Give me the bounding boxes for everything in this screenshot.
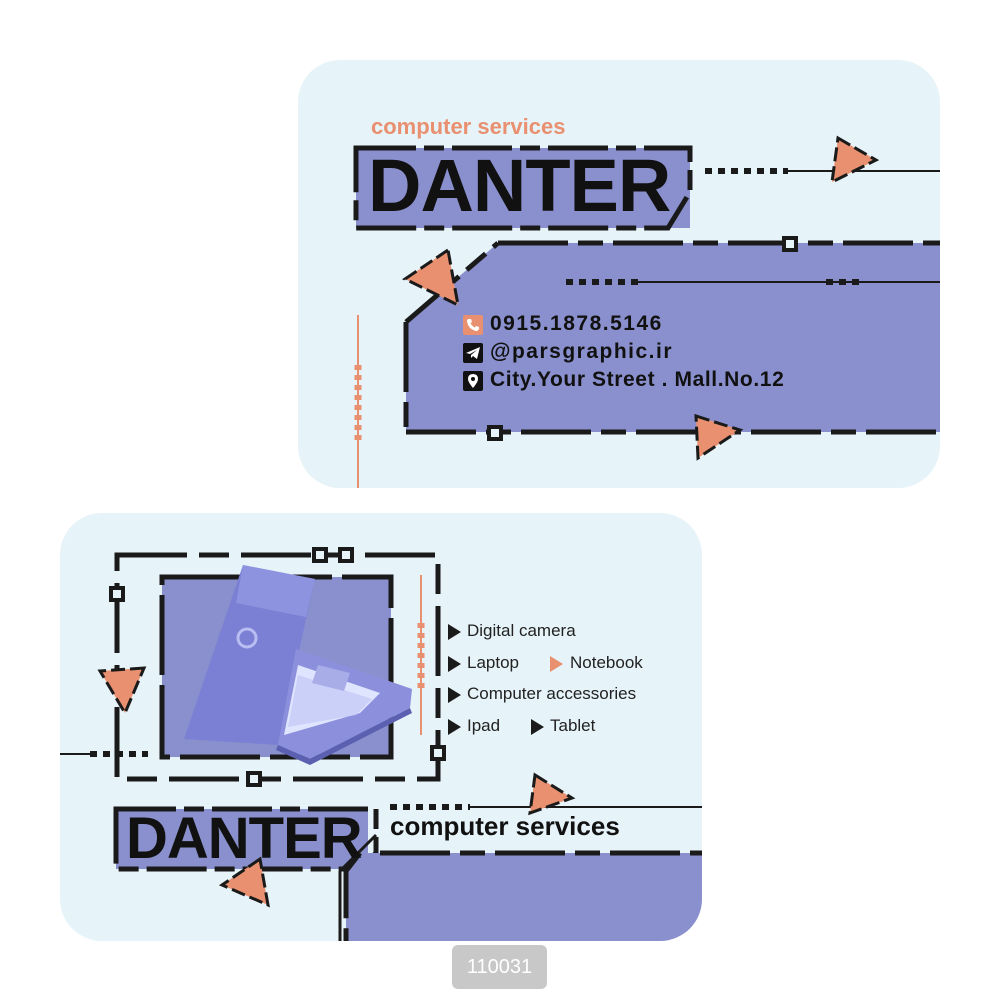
product-code-badge: 110031 — [452, 945, 547, 989]
bullet-arrow-icon — [448, 656, 461, 672]
front-brand-name: DANTER — [368, 144, 671, 227]
telegram-icon — [463, 343, 483, 363]
back-logo-box — [116, 809, 368, 869]
street-address: City.Your Street . Mall.No.12 — [490, 368, 785, 391]
service-digital-camera: Digital camera — [467, 621, 576, 640]
bullet-arrow-icon — [531, 719, 544, 735]
bullet-arrow-icon — [448, 719, 461, 735]
info-panel-outline — [403, 240, 940, 435]
service-ipad: Ipad — [467, 716, 501, 735]
logo-box-outline — [353, 145, 693, 231]
back-decoration — [60, 547, 702, 941]
service-laptop: Laptop — [467, 653, 519, 672]
bullet-arrow-icon — [448, 624, 461, 640]
logo-box — [356, 148, 690, 228]
business-card-back: Digital camera Laptop Notebook Computer … — [60, 513, 702, 941]
service-tablet: Tablet — [550, 716, 596, 735]
front-tagline: computer services — [371, 114, 566, 139]
business-card-front: computer services DANTER 0915.1878.5146 … — [298, 60, 940, 488]
back-brand-name: DANTER — [126, 806, 363, 871]
phone-icon — [463, 315, 483, 335]
bullet-arrow-icon — [448, 687, 461, 703]
triangle-arrow-bottom — [694, 413, 744, 461]
triangle-arrow-left — [402, 247, 461, 308]
triangle-arrow-bottom — [218, 856, 270, 908]
info-panel — [406, 243, 940, 432]
triangle-arrow-top-right — [830, 135, 880, 185]
back-tagline: computer services — [390, 811, 620, 841]
laptop-image — [184, 565, 412, 765]
service-notebook: Notebook — [570, 653, 643, 672]
bullet-arrow-orange-icon — [550, 656, 563, 672]
photo-frame-outer — [114, 552, 441, 782]
front-decoration — [353, 135, 940, 488]
phone-number: 0915.1878.5146 — [490, 312, 663, 335]
service-computer-accessories: Computer accessories — [467, 684, 637, 703]
telegram-handle: @parsgraphic.ir — [490, 340, 674, 363]
location-pin-icon — [463, 371, 483, 391]
back-bottom-panel — [346, 853, 702, 941]
triangle-arrow-right — [528, 772, 576, 816]
triangle-arrow-left — [97, 666, 147, 717]
